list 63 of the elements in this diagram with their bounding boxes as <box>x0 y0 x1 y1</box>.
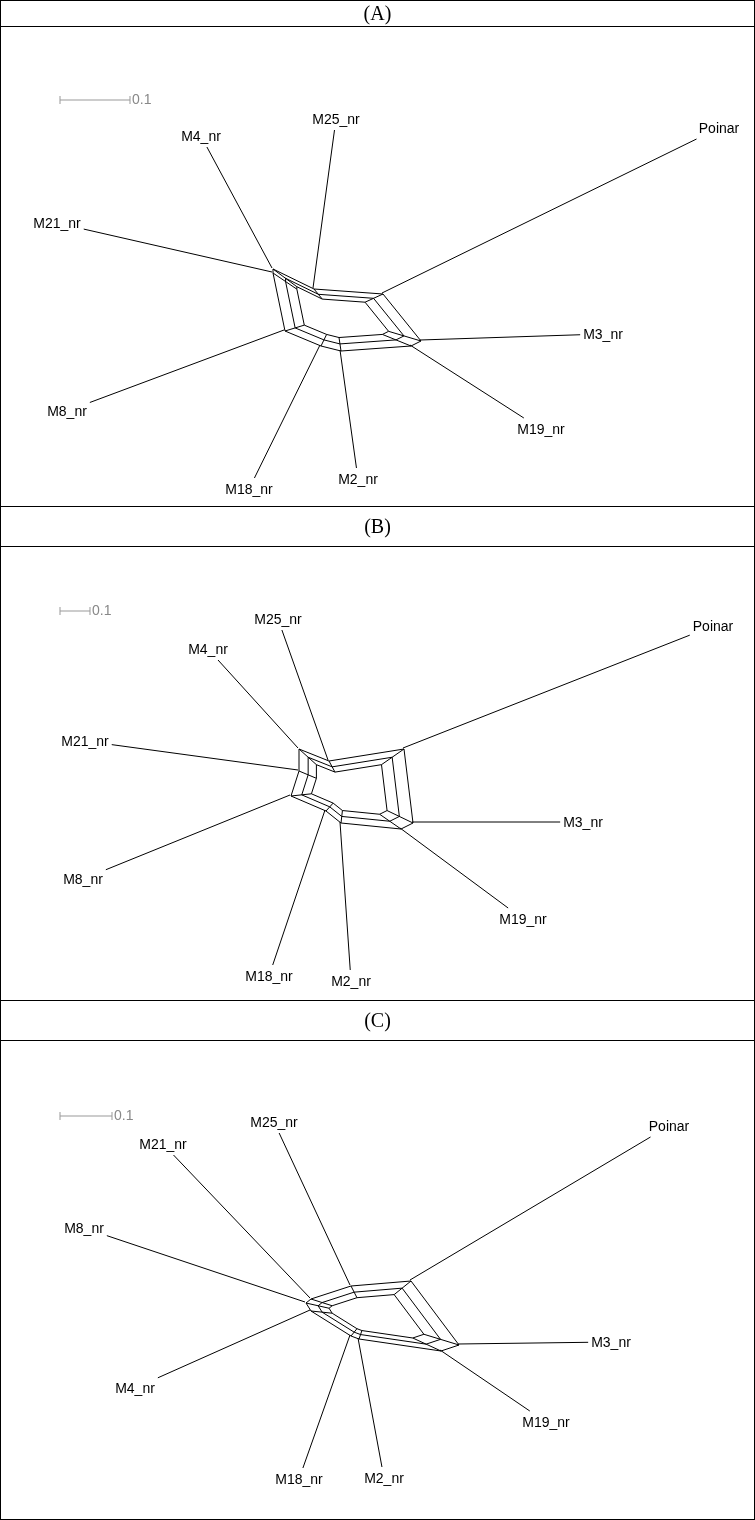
branch-line <box>111 744 299 771</box>
branch-line <box>411 821 561 823</box>
panel <box>0 506 755 1001</box>
taxon-label: M2_nr <box>364 1470 404 1486</box>
branch-line <box>157 1309 311 1379</box>
taxon-label: M3_nr <box>591 1334 631 1350</box>
branch-line <box>339 821 351 971</box>
branch-line <box>89 329 285 403</box>
taxon-label: M8_nr <box>63 871 103 887</box>
taxon-label: M4_nr <box>115 1380 155 1396</box>
taxon-label: M19_nr <box>522 1414 570 1430</box>
branch-line <box>206 146 273 269</box>
branch-line <box>419 334 581 341</box>
panel <box>0 0 755 507</box>
taxon-label: M18_nr <box>245 968 293 984</box>
branch-line <box>399 827 509 909</box>
branch-line <box>402 634 691 749</box>
branch-line <box>312 129 335 289</box>
taxon-label: M25_nr <box>250 1114 298 1130</box>
taxon-label: M3_nr <box>583 326 623 342</box>
taxon-label: M2_nr <box>331 973 371 989</box>
branch-line <box>217 659 299 749</box>
branch-line <box>409 1136 651 1281</box>
taxon-label: M25_nr <box>312 111 360 127</box>
taxon-label: M2_nr <box>338 471 378 487</box>
branch-line <box>83 228 273 273</box>
taxon-label: Poinar <box>692 618 734 634</box>
branch-line <box>272 809 326 966</box>
taxon-label: M3_nr <box>563 814 603 830</box>
branch-line <box>439 1349 531 1412</box>
branch-line <box>173 1154 311 1299</box>
taxon-label: M21_nr <box>139 1136 187 1152</box>
taxon-label: M21_nr <box>61 733 109 749</box>
branch-line <box>106 1235 306 1303</box>
taxon-label: M8_nr <box>47 403 87 419</box>
branch-line <box>278 1132 351 1286</box>
taxon-label: M4_nr <box>188 641 228 657</box>
scale-label: 0.1 <box>132 91 152 107</box>
branch-line <box>381 138 698 294</box>
taxon-label: M18_nr <box>275 1471 323 1487</box>
taxon-label: Poinar <box>698 120 740 136</box>
taxon-label: M19_nr <box>517 421 565 437</box>
panel-heading: (B) <box>364 515 391 537</box>
branch-line <box>105 794 291 871</box>
taxon-label: M21_nr <box>33 215 81 231</box>
scale-label: 0.1 <box>114 1107 134 1123</box>
scale-label: 0.1 <box>92 602 112 618</box>
taxon-label: M25_nr <box>254 611 302 627</box>
branch-line <box>253 344 321 479</box>
branch-line <box>457 1341 589 1345</box>
panel-heading: (C) <box>364 1009 391 1031</box>
taxon-label: M8_nr <box>64 1220 104 1236</box>
branch-line <box>357 1337 383 1468</box>
branch-line <box>281 629 329 761</box>
branch-line <box>339 349 357 469</box>
panel <box>0 1000 755 1520</box>
taxon-label: Poinar <box>648 1118 690 1134</box>
branch-line <box>409 344 525 419</box>
panel-heading: (A) <box>363 2 392 24</box>
taxon-label: M18_nr <box>225 481 273 497</box>
branch-line <box>302 1334 351 1469</box>
taxon-label: M19_nr <box>499 911 547 927</box>
taxon-label: M4_nr <box>181 128 221 144</box>
